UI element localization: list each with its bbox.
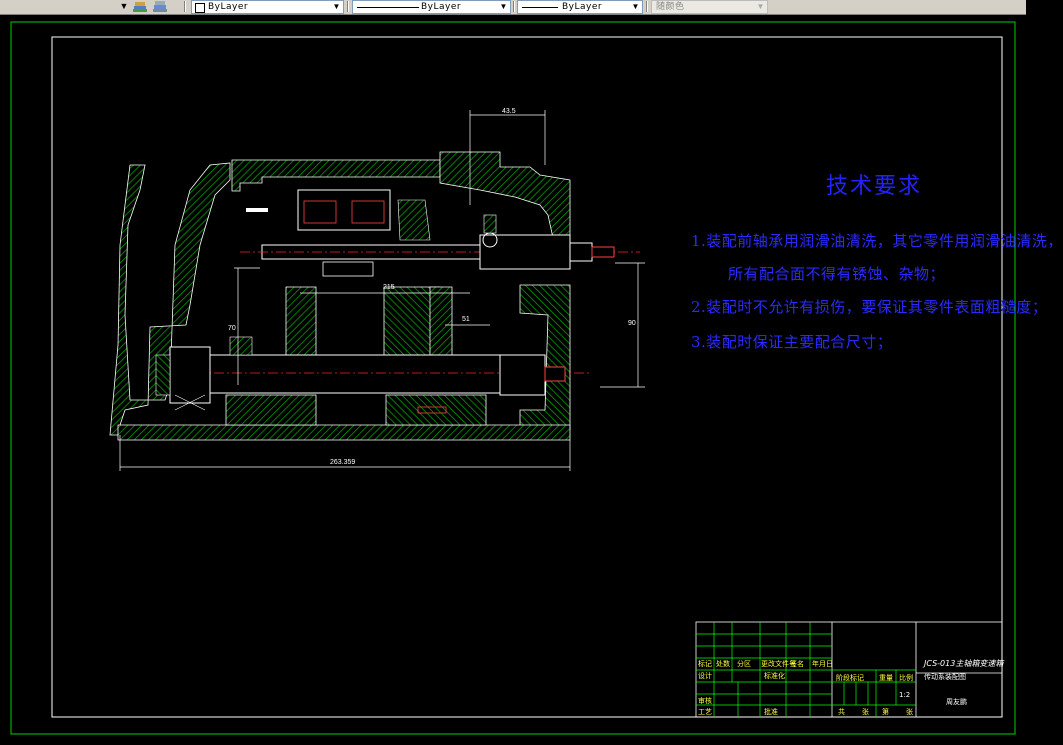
clutch-block (297, 189, 391, 231)
toolbar-separator (347, 1, 349, 12)
sheet-border (10, 21, 1016, 735)
drawing-canvas[interactable]: 43.5 215 70 90 51 263.359 (0, 15, 1062, 740)
drawing-frame (51, 36, 1003, 718)
tb-sheet-unit: 张 (906, 708, 913, 716)
tb-weight: 重量 (879, 674, 893, 682)
gearbox-assembly: 43.5 215 70 90 51 263.359 (109, 108, 645, 471)
tb-header-zone: 分区 (737, 660, 751, 668)
properties-toolbar: ▼ ByLayer ▼ ByLayer ▼ ByLayer ▼ 随颜色 ▼ (0, 0, 1026, 15)
chevron-down-icon[interactable]: ▼ (332, 2, 341, 11)
dim-left-vertical: 70 (228, 325, 236, 332)
gear-4 (225, 394, 317, 426)
tb-header-signature: 签名 (790, 660, 804, 668)
tb-process: 工艺 (698, 708, 712, 716)
label-leader (246, 208, 268, 212)
tech-requirement-1b: 所有配合面不得有锈蚀、杂物； (728, 265, 946, 283)
tech-requirements-title: 技术要求 (826, 174, 923, 199)
tb-header-change-doc: 更改文件号 (761, 660, 796, 668)
tech-requirement-3: 3.装配时保证主要配合尺寸； (691, 333, 893, 351)
linetype-preview (357, 7, 419, 8)
plotstyle-control-dropdown[interactable]: 随颜色 ▼ (651, 0, 768, 14)
dim-small: 51 (462, 316, 470, 323)
left-bearing (169, 346, 211, 404)
tb-scale-value: 1:2 (899, 691, 911, 699)
linetype-value: ByLayer (421, 2, 462, 12)
cad-drawing: 43.5 215 70 90 51 263.359 (10, 21, 1016, 735)
chevron-down-icon[interactable]: ▼ (631, 2, 640, 11)
tech-requirement-1: 1.装配前轴承用润滑油清洗，其它零件用润滑油清洗， (691, 232, 1063, 250)
tb-review: 审核 (698, 697, 712, 705)
dim-top: 43.5 (502, 108, 516, 115)
tb-standardize: 标准化 (764, 672, 785, 680)
right-housing (519, 284, 571, 436)
title-block-frame (695, 621, 1003, 718)
dropdown-arrow-icon[interactable]: ▼ (119, 1, 129, 11)
tb-header-date: 年月日 (812, 660, 833, 668)
linetype-control-dropdown[interactable]: ByLayer ▼ (352, 0, 511, 14)
top-cover (231, 159, 441, 192)
dimension-lines (119, 110, 645, 471)
layer-states-icon[interactable] (132, 0, 148, 13)
tb-header-count: 处数 (716, 660, 730, 668)
layer-previous-icon[interactable] (152, 0, 168, 13)
tb-design: 设计 (698, 672, 712, 680)
color-swatch-icon (195, 3, 205, 13)
lineweight-control-dropdown[interactable]: ByLayer ▼ (517, 0, 643, 14)
title-block-grid (696, 622, 916, 717)
right-bearing (499, 354, 546, 396)
tb-sheet-no: 第 (882, 708, 889, 716)
tb-total: 共 (838, 708, 845, 716)
toolbar-separator (646, 1, 648, 12)
lineweight-preview (522, 7, 558, 8)
gear-3 (429, 286, 453, 366)
lineweight-value: ByLayer (562, 2, 603, 12)
tb-stage-mark: 阶段标记 (836, 674, 864, 682)
tb-organization: 周友鹏 (946, 698, 967, 706)
dim-mid: 215 (383, 284, 395, 291)
color-control-dropdown[interactable]: ByLayer ▼ (191, 0, 344, 14)
toolbar-separator (184, 1, 186, 12)
chevron-down-icon[interactable]: ▼ (756, 2, 765, 11)
tb-scale: 比例 (899, 674, 913, 682)
gear-1 (285, 286, 317, 356)
dim-right-vertical: 90 (628, 320, 636, 327)
tb-sheets: 张 (862, 708, 869, 716)
plotstyle-value: 随颜色 (656, 2, 685, 12)
tb-approve: 批准 (764, 708, 778, 716)
gear-5 (385, 394, 487, 426)
toolbar-separator (513, 1, 515, 12)
main-shaft (209, 354, 501, 394)
right-top-housing (439, 151, 571, 248)
tb-drawing-title-2: 传动系装配图 (924, 673, 966, 681)
dim-bottom: 263.359 (330, 459, 355, 466)
base-plate (117, 424, 571, 441)
shaft-coupling (479, 234, 571, 270)
tb-header-mark: 标记 (698, 660, 712, 668)
tb-drawing-title-1: JCS-013主轴箱变速箱 (924, 659, 1004, 668)
tech-requirement-2: 2.装配时不允许有损伤，要保证其零件表面粗糙度； (691, 298, 1048, 316)
chevron-down-icon[interactable]: ▼ (499, 2, 508, 11)
color-value: ByLayer (208, 2, 249, 12)
